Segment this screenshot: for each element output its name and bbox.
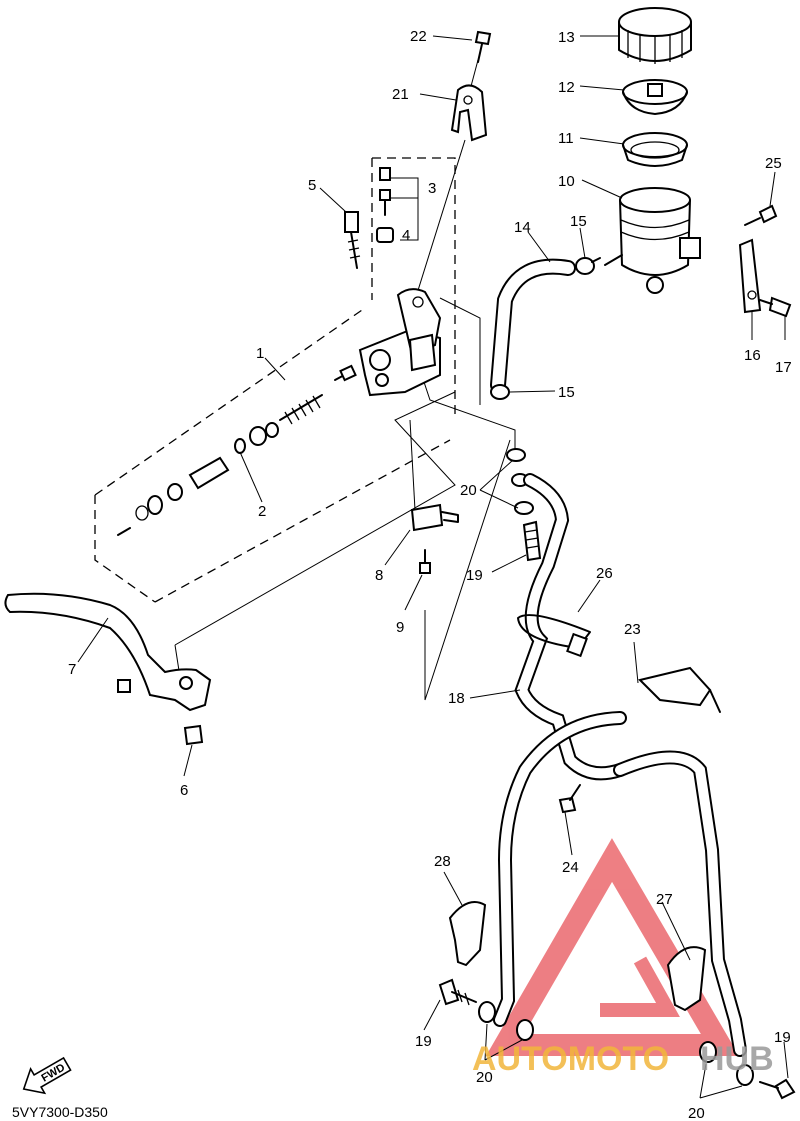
brake-lever-7 xyxy=(4,592,212,712)
hose-clip-15a xyxy=(575,257,601,275)
label-23: 23 xyxy=(624,621,641,638)
label-15b: 15 xyxy=(558,384,575,401)
reservoir-tank xyxy=(604,187,701,294)
bolt-25 xyxy=(744,204,778,226)
reservoir-cap xyxy=(618,7,692,64)
label-19b: 19 xyxy=(415,1033,432,1050)
diagram-code: 5VY7300-D350 xyxy=(12,1104,108,1120)
callout-leaders xyxy=(77,35,789,1099)
label-10: 10 xyxy=(558,173,575,190)
label-12: 12 xyxy=(558,79,575,96)
master-cylinder-body xyxy=(358,288,442,397)
cap-4 xyxy=(376,227,394,243)
brake-hose-right xyxy=(613,750,747,1057)
washer-20-left xyxy=(478,1001,534,1041)
screw-9 xyxy=(419,549,431,574)
watermark-text: AUTOMOTO HUB xyxy=(472,1040,774,1078)
label-11: 11 xyxy=(558,130,574,147)
label-20c: 20 xyxy=(688,1105,705,1121)
watermark-text-a: AUTOMOTO xyxy=(472,1040,669,1078)
label-6: 6 xyxy=(180,782,188,799)
watermark-logo xyxy=(485,838,740,1056)
part-labels: 1 2 3 4 5 6 7 8 9 10 11 12 13 14 15 15 1… xyxy=(68,28,792,1121)
label-20b: 20 xyxy=(476,1069,493,1086)
holder-21 xyxy=(450,84,488,142)
label-5: 5 xyxy=(308,177,316,194)
assembly-outline-1 xyxy=(94,157,456,603)
label-9: 9 xyxy=(396,619,404,636)
hose-clamp-28 xyxy=(448,901,487,967)
label-8: 8 xyxy=(375,567,383,584)
label-14: 14 xyxy=(514,219,531,236)
bleed-screw-3 xyxy=(379,167,391,216)
bolt-5 xyxy=(344,211,361,269)
label-2: 2 xyxy=(258,503,266,520)
label-19c: 19 xyxy=(774,1029,791,1046)
label-27: 27 xyxy=(656,891,673,908)
nut-6 xyxy=(183,724,204,746)
label-24: 24 xyxy=(562,859,579,876)
label-16: 16 xyxy=(744,347,761,364)
label-21: 21 xyxy=(392,86,409,103)
hose-clip-15b xyxy=(490,384,510,400)
screw-22 xyxy=(474,30,492,63)
label-25: 25 xyxy=(765,155,782,172)
label-17: 17 xyxy=(775,359,792,376)
label-18: 18 xyxy=(448,690,465,707)
label-28: 28 xyxy=(434,853,451,870)
label-19a: 19 xyxy=(466,567,483,584)
label-4: 4 xyxy=(402,227,410,244)
label-15a: 15 xyxy=(570,213,587,230)
banjo-bolt-19-top xyxy=(522,520,542,562)
label-22: 22 xyxy=(410,28,427,45)
label-26: 26 xyxy=(596,565,613,582)
label-1: 1 xyxy=(256,345,264,362)
leader-lines xyxy=(174,59,516,701)
brake-hose-left xyxy=(493,711,627,1027)
bracket-16 xyxy=(738,238,762,314)
cable-tie-26 xyxy=(517,614,591,658)
label-20a: 20 xyxy=(460,482,477,499)
bolt-24 xyxy=(558,784,581,814)
washer-20-right xyxy=(699,1041,754,1086)
reservoir-hose xyxy=(490,258,576,393)
diaphragm-holder xyxy=(622,79,688,115)
fwd-label: FWD xyxy=(39,1062,67,1085)
label-3: 3 xyxy=(428,180,436,197)
banjo-bolt-19-right xyxy=(759,1078,796,1100)
label-13: 13 xyxy=(558,29,575,46)
piston-kit xyxy=(117,364,357,536)
banjo-bolt-19-left xyxy=(438,978,477,1006)
diaphragm xyxy=(622,132,688,167)
fwd-arrow-icon: FWD xyxy=(22,1056,72,1095)
watermark-text-b: HUB xyxy=(700,1040,774,1078)
hose-clamp-27 xyxy=(666,946,707,1012)
brake-switch-8 xyxy=(410,503,459,532)
bracket-23 xyxy=(638,666,721,713)
bolt-17 xyxy=(759,296,792,318)
label-7: 7 xyxy=(68,661,76,678)
